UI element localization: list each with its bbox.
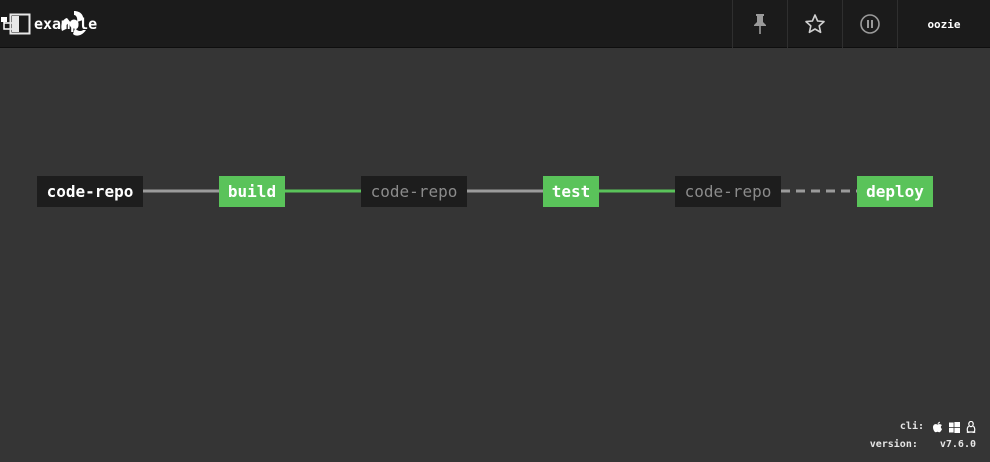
pin-icon: [754, 14, 766, 34]
concourse-logo-icon: [61, 11, 86, 36]
sidebar-toggle-button[interactable]: [0, 0, 40, 48]
home-link[interactable]: [50, 0, 98, 48]
job-deploy[interactable]: deploy: [857, 176, 933, 207]
pin-button[interactable]: [732, 0, 787, 48]
version-label: version:: [869, 439, 918, 450]
pipeline-graph: code-repo build code-repo test code-repo…: [0, 48, 990, 462]
windows-icon[interactable]: [949, 421, 960, 433]
footer-info: cli: version: v7.6.0: [870, 418, 976, 454]
pause-pipeline-button[interactable]: [842, 0, 897, 48]
pipeline-edges: [143, 189, 857, 193]
star-icon: [805, 14, 825, 34]
sidebar-toggle-icon: [9, 13, 31, 35]
resource-code-repo[interactable]: code-repo: [37, 176, 143, 207]
resource-code-repo-passed-build[interactable]: code-repo: [361, 176, 467, 207]
job-test[interactable]: test: [543, 176, 599, 207]
job-build[interactable]: build: [219, 176, 285, 207]
top-bar: example oozie: [0, 0, 990, 48]
user-menu[interactable]: oozie: [897, 0, 990, 48]
linux-icon[interactable]: [966, 421, 976, 433]
favorite-button[interactable]: [787, 0, 842, 48]
pause-icon: [860, 14, 880, 34]
apple-icon[interactable]: [932, 421, 943, 433]
version-value: v7.6.0: [939, 439, 976, 450]
resource-code-repo-passed-test[interactable]: code-repo: [675, 176, 781, 207]
cli-label: cli:: [899, 421, 924, 432]
